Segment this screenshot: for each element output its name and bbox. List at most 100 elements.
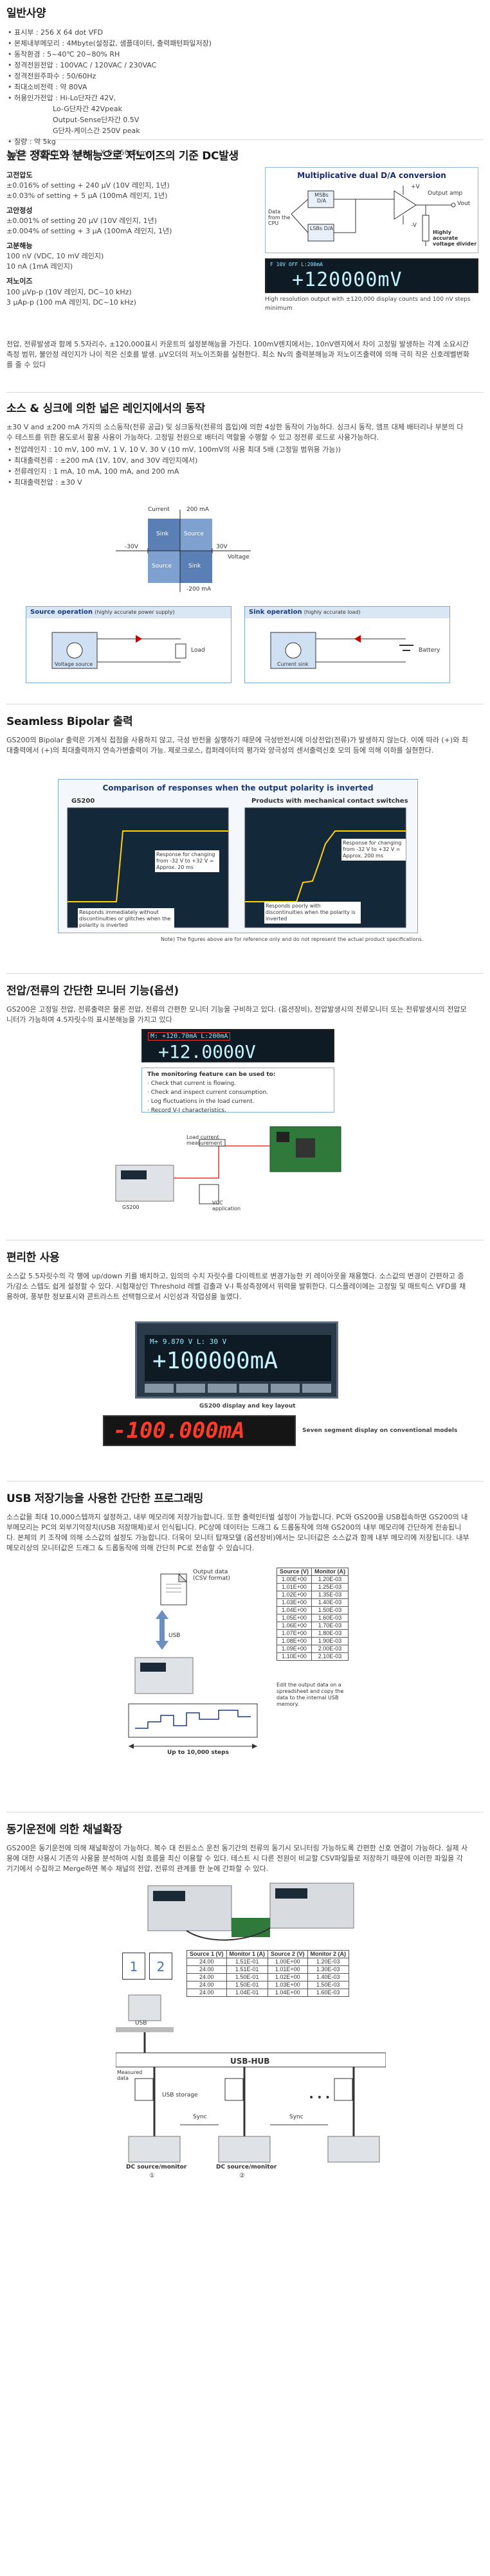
accuracy-head: 저노이즈 [6,277,33,286]
vminus-label: -V [411,222,417,229]
bipolar-panel: Comparison of responses when the output … [58,779,418,933]
table-cell: 1.50E-03 [311,1606,349,1614]
seven-seg-display: -100.000mA [103,1415,296,1446]
table-cell: 1.08E+00 [276,1637,313,1645]
display-value: +100000mA [152,1348,278,1375]
table-cell: 1.09E+00 [276,1645,313,1653]
table-header-cell: Monitor 2 (A) [307,1950,350,1958]
vcc-app-label: VCC application [212,1200,241,1212]
table-cell: 24.00 [186,1965,227,1974]
table-header-cell: Source 2 (V) [268,1950,308,1958]
section-usb: USB 저장기능을 사용한 간단한 프로그래밍 소스값을 최대 10,000스텝… [6,1490,484,1812]
table-cell: 24.00 [186,1981,227,1989]
spec-list: 전압레인지 : 10 mV, 100 mV, 1 V, 10 V, 30 V (… [6,444,484,488]
section-sync: 동기운전에 의한 채널확장 GS200은 동기운전에 의해 채널확장이 가능하다… [6,1821,484,2181]
msb-label: MSBs D/A [314,192,329,204]
spec-item: Output-Sense단자간 0.5V [53,116,140,125]
section-paragraph: GS200은 동기운전에 의해 채널확장이 가능하다. 복수 대 전원소스 운전… [6,1844,468,1874]
section-paragraph: ±30 V and ±200 mA 가지의 소스동작(전류 공급) 및 싱크동작… [6,423,464,442]
table-cell: 1.00E+00 [276,1575,313,1584]
source-svg [51,632,186,669]
vout-label: Vout [457,201,471,207]
spec-item: 최대소비전력 : 약 80VA [8,82,484,93]
table-cell: 1.70E-03 [311,1622,349,1630]
accuracy-line: ±0.004% of setting + 3 μA (100mA 레인지, 1년… [6,227,172,236]
diagram-svg [291,186,456,246]
voltage-label: Voltage [228,554,250,560]
key-row [145,1384,331,1393]
source-operation-box: Source operation (highly accurate power … [26,606,231,683]
section-title: 전압/전류의 간단한 모니터 기능(옵션) [6,985,179,997]
table-cell: 1.01E+00 [268,1965,308,1974]
load-current-label: Load current measurement [186,1134,222,1146]
table-cell: 1.01E+00 [276,1583,313,1591]
table-cell: 1.06E+00 [276,1622,313,1630]
table-cell: 1.05E+00 [276,1614,313,1622]
spec-list: 표시부 : 256 X 64 dot VFD본체내부메모리 : 4Mbyte(설… [6,27,484,158]
usb-hub-label: USB-HUB [230,2057,270,2066]
key[interactable] [271,1384,300,1393]
dcsm-label-1: DC source/monitor [126,2164,187,2170]
display-caption: GS200 display and key layout [199,1403,296,1409]
v30-label: 30V [216,544,228,550]
table-cell: 2.10E-03 [311,1652,349,1661]
key[interactable] [176,1384,205,1393]
table-cell: 1.03E+00 [276,1598,313,1607]
monitor-title: The monitoring feature can be used to: [147,1071,276,1078]
table-header-cell: Source 1 (V) [186,1950,227,1958]
key[interactable] [302,1384,331,1393]
table-cell: 1.02E+00 [276,1591,313,1599]
spec-item: 치수 : 약 213(W) X 88(H) X D(350)D)mm [8,147,484,158]
key[interactable] [239,1384,268,1393]
table-cell: 1.07E+00 [276,1629,313,1638]
v30m-label: -30V [125,544,138,550]
accuracy-blocks: 고전압도±0.016% of setting + 240 μV (10V 레인지… [6,170,257,307]
section-title: USB 저장기능을 사용한 간단한 프로그래밍 [6,1492,204,1505]
usb-label: USB [168,1632,181,1639]
gs200-display-1: F 10V OFF L:200mA +120000mV [265,258,478,293]
ease-display: M+ 9.870 V L: 30 V +100000mA [145,1335,331,1381]
quadrant-svg [116,510,251,592]
key[interactable] [208,1384,237,1393]
gs200-front-panel: M+ 9.870 V L: 30 V +100000mA [135,1321,338,1399]
table-header-cell: Monitor 1 (A) [226,1950,269,1958]
section-title: 소스 & 싱크에 의한 넓은 레인지에서의 동작 [6,402,206,415]
section-title: Seamless Bipolar 출력 [6,715,133,728]
accuracy-head: 고안정성 [6,206,33,215]
key[interactable] [145,1384,174,1393]
sink-sub: (highly accurate load) [304,609,361,615]
sink-operation-box: Sink operation (highly accurate load) Cu… [244,606,450,683]
up-to-label: Up to 10,000 steps [167,1749,229,1756]
spec-item: Lo-G단자간 42Vpeak [53,105,123,114]
accuracy-head: 고전압도 [6,171,33,180]
spec-item: 최대출력전류 : ±200 mA (1V, 10V, and 30V 레인지에서… [8,455,484,466]
table-cell: 24.00 [186,1989,227,1997]
table-cell: 1.20E-03 [311,1575,349,1584]
spec-item: 본체내부메모리 : 4Mbyte(설정값, 샘플데이터, 출력패턴파일저장) [8,38,484,49]
accuracy-line: 100 μVp-p (10V 레인지, DC~10 kHz) [6,287,132,296]
accuracy-line: 100 nV (VDC, 10 mV 레인지) [6,252,104,261]
table-cell: 1.04E+00 [268,1989,308,1997]
section-title: 편리한 사용 [6,1251,60,1264]
spec-item: 표시부 : 256 X 64 dot VFD [8,27,484,38]
panel-title: Comparison of responses when the output … [102,783,374,792]
diagram-title: Multiplicative dual D/A conversion [297,171,446,180]
accuracy-line: ±0.016% of setting + 240 μV (10V 레인지, 1년… [6,181,170,190]
q-source-bl: Source [152,563,172,569]
usb-svg [128,1573,258,1749]
num-1: ① [149,2172,155,2179]
display-value: +12.0000V [158,1041,256,1062]
table-header-cell: Source (V) [276,1568,313,1576]
spec-item: G단자-케이스간 250V peak [53,127,140,136]
